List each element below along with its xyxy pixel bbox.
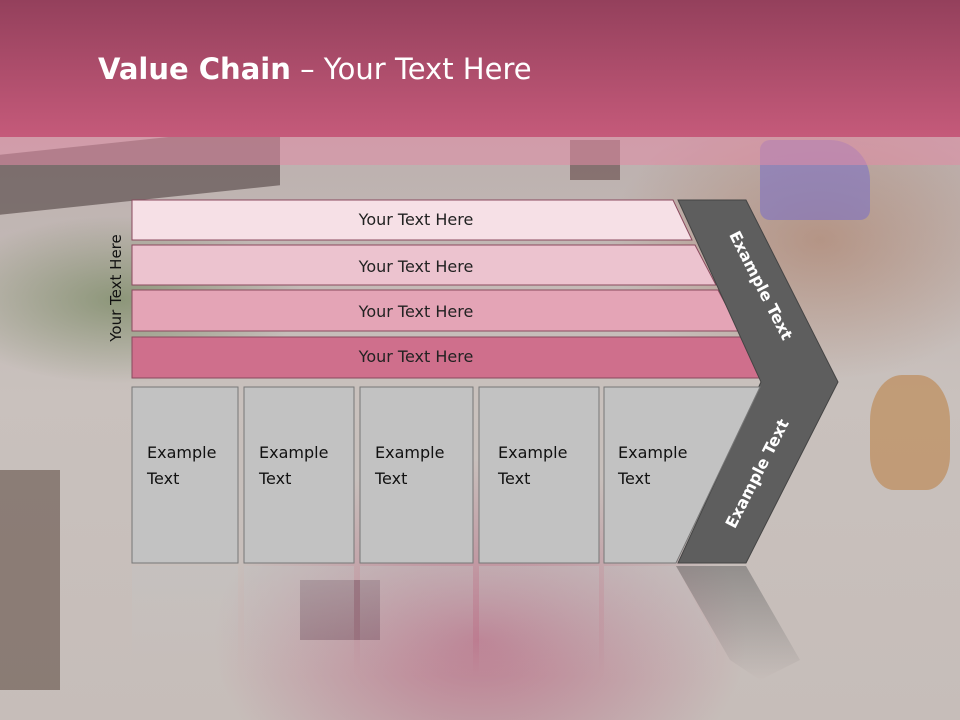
box-2[interactable]: Example Text [359,386,474,564]
box-line1: Example [147,443,216,462]
title-bold: Value Chain [98,52,291,86]
box-shape [603,386,761,564]
box-line2: Text [146,469,179,488]
box-line1: Example [259,443,328,462]
box-shape [359,386,474,564]
box-line1: Example [498,443,567,462]
bar-1[interactable]: Your Text Here [131,244,717,286]
box-1[interactable]: Example Text [243,386,355,564]
box-4[interactable]: Example Text [603,386,761,564]
box-line2: Text [497,469,530,488]
box-line2: Text [374,469,407,488]
bar-3[interactable]: Your Text Here [131,336,764,379]
box-shape [243,386,355,564]
bar-shape [131,244,717,286]
title-rest: – Your Text Here [290,52,532,86]
bar-label: Your Text Here [358,302,474,321]
reflection [132,566,800,680]
bar-2[interactable]: Your Text Here [131,289,741,332]
bar-label: Your Text Here [358,210,474,229]
box-shape [478,386,600,564]
chevron-shape [677,199,839,564]
box-3[interactable]: Example Text [478,386,600,564]
bar-label: Your Text Here [358,347,474,366]
box-shape [131,386,239,564]
title-band [0,0,960,137]
title-band-lower [0,137,960,165]
box-line1: Example [618,443,687,462]
box-line2: Text [617,469,650,488]
box-line1: Example [375,443,444,462]
bar-0[interactable]: Your Text Here [131,199,693,241]
bar-shape [131,199,693,241]
box-0[interactable]: Example Text [131,386,239,564]
slide-title[interactable]: Value Chain – Your Text Here [98,52,532,86]
bar-label: Your Text Here [358,257,474,276]
box-line2: Text [258,469,291,488]
